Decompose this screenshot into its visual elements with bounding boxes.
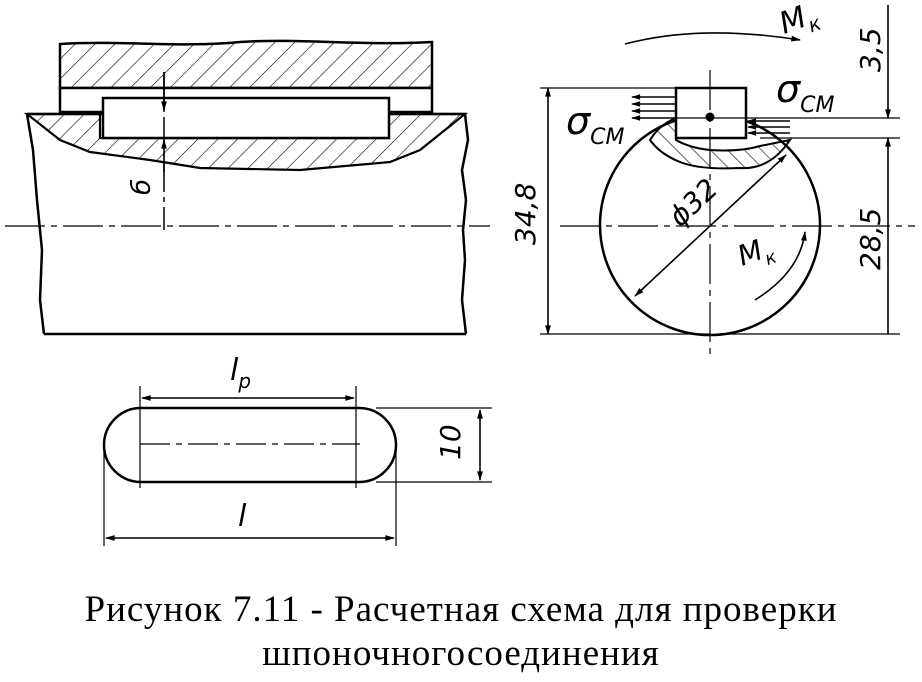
hub-section-top	[58, 39, 434, 90]
figure-caption-line-2: шпоночногосоединения	[262, 633, 660, 674]
label-lp: lр	[230, 353, 251, 393]
key-plan-outline	[102, 406, 398, 484]
label-b: б	[127, 179, 157, 195]
label-l: l	[238, 499, 247, 534]
torque-arrow-inner	[754, 231, 807, 301]
key-top-view	[102, 386, 492, 546]
longitudinal-section	[5, 39, 490, 336]
shaft-outline	[25, 112, 470, 336]
label-stress-right: σСМ	[776, 67, 834, 118]
cross-section	[540, 5, 915, 356]
label-torque-inner: Мк	[733, 230, 779, 279]
label-key-width: 10	[434, 424, 467, 460]
stress-arrows-right	[747, 118, 790, 136]
figure-caption-line-1: Рисунок 7.11 - Расчетная схема для прове…	[84, 589, 838, 630]
label-t1: 3,5	[854, 27, 887, 72]
label-t2: 28,5	[854, 208, 887, 270]
stress-arrows-left	[631, 94, 676, 121]
label-stress-left: σСМ	[566, 99, 624, 150]
diameter-line	[634, 154, 787, 297]
torque-arrow-top	[624, 32, 801, 45]
key-longitudinal	[101, 96, 391, 140]
label-h-total: 34,8	[509, 183, 542, 245]
label-diameter: ϕ32	[662, 172, 724, 233]
